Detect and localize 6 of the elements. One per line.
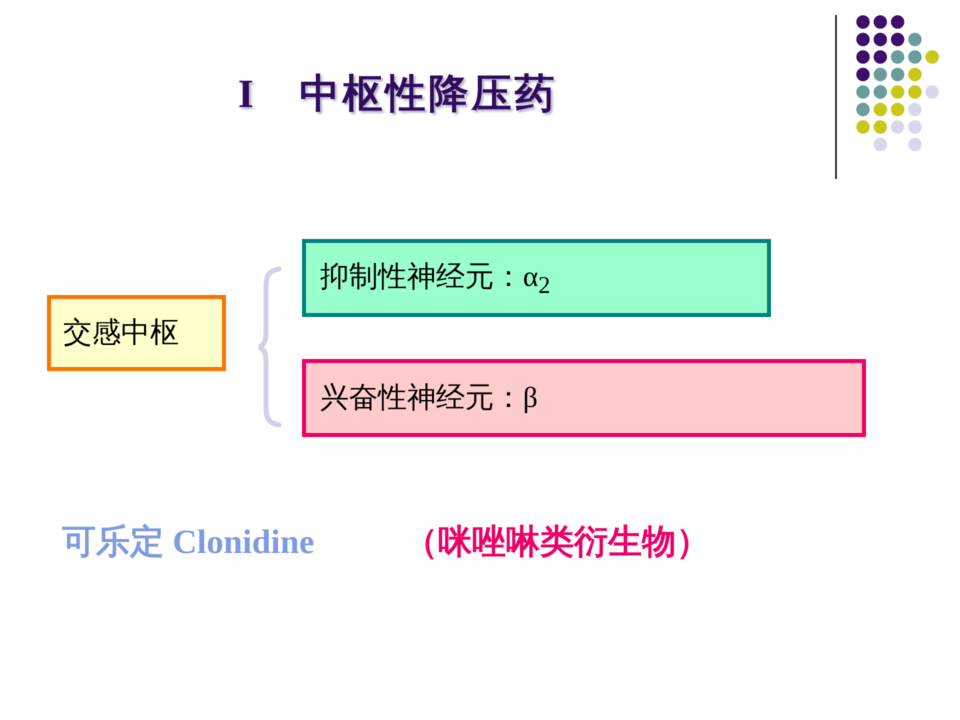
neuron-box: 兴奋性神经元：β [302, 359, 866, 437]
neuron-box: 抑制性神经元：α$_{2}$ [302, 239, 771, 317]
drug-class-note: （咪唑啉类衍生物） [404, 523, 710, 563]
category-box: 交感中枢 [47, 295, 226, 371]
slide-title: I 中枢性降压药 [238, 70, 558, 118]
drug-name: 可乐定 Clonidine [62, 522, 314, 563]
